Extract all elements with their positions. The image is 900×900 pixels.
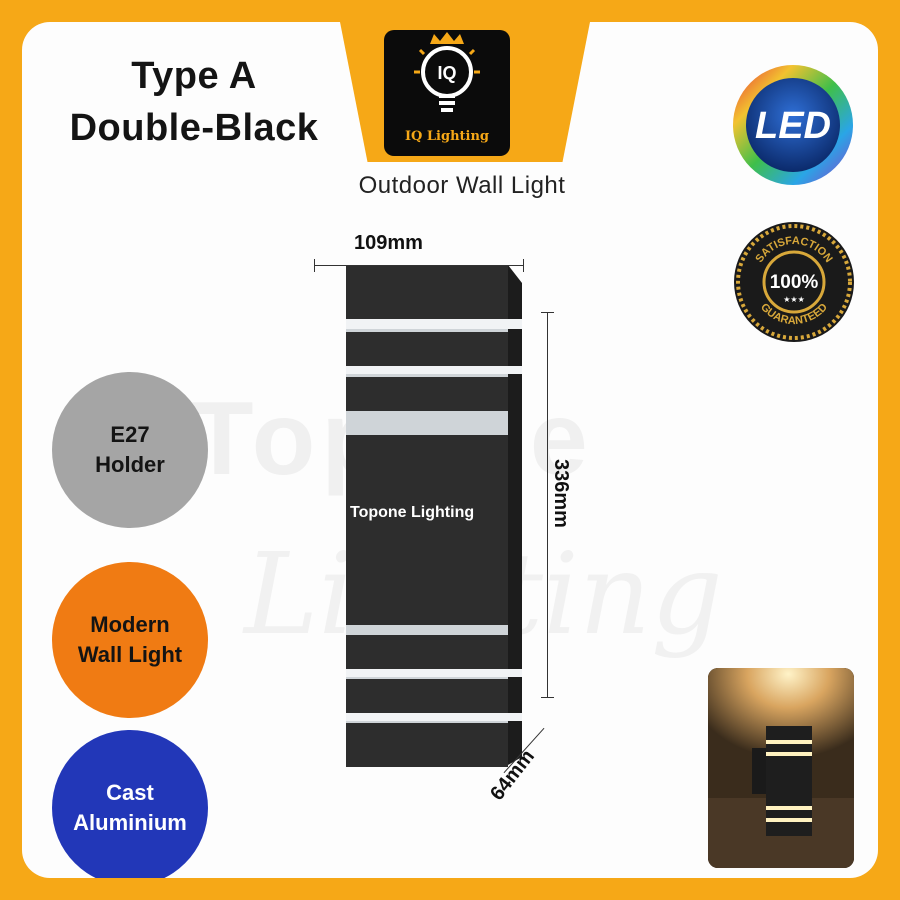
product-title: Type A Double-Black: [22, 50, 366, 154]
title-line-type: Type A: [131, 55, 257, 97]
feature-line: Cast: [106, 780, 154, 805]
title-line-variant: Double-Black: [69, 107, 319, 149]
crowned-light-bulb-icon: IQ: [414, 32, 480, 112]
width-dimension-line: [314, 259, 524, 272]
guarantee-seal-icon: SATISFACTION GUARANTEED 100% ★★★: [734, 222, 854, 342]
seal-stars: ★★★: [783, 295, 805, 304]
feature-line: E27: [110, 422, 150, 447]
height-dimension-label: 336mm: [549, 459, 572, 528]
led-badge-text: LED: [755, 105, 831, 147]
rainbow-ring-icon: LED: [733, 65, 853, 185]
feature-line: Wall Light: [77, 642, 183, 667]
feature-line: Aluminium: [73, 810, 187, 835]
feature-line: Holder: [95, 452, 165, 477]
seal-center-text: 100%: [770, 272, 819, 293]
product-card: Topone Lighting Type A Double-Black IQ I…: [22, 22, 878, 878]
product-brand-label: Topone Lighting: [350, 504, 475, 521]
wall-light-product-image: [346, 265, 522, 767]
feature-line: Modern: [90, 612, 170, 637]
height-dimension-line: [541, 312, 554, 698]
lit-lamp-inset-photo: [708, 668, 854, 868]
brand-name: IQ Lighting: [404, 129, 490, 144]
logo-monogram: IQ: [437, 63, 456, 83]
brand-logo: IQ IQ Lighting: [384, 30, 510, 156]
product-subtitle: Outdoor Wall Light: [358, 172, 566, 199]
width-dimension-label: 109mm: [354, 232, 423, 254]
